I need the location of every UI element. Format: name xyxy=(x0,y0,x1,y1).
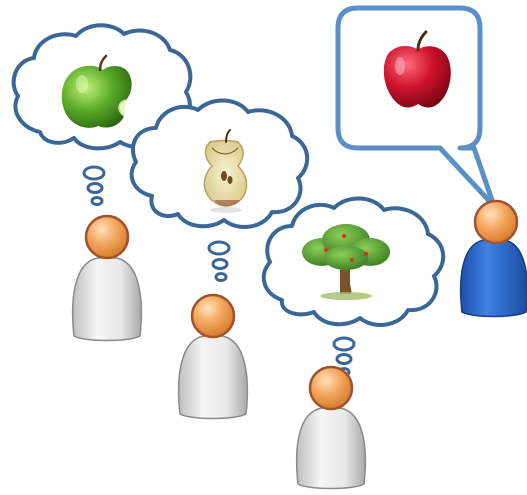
person-3 xyxy=(295,365,367,490)
person-4-speaker xyxy=(459,199,527,318)
apple-tree-icon xyxy=(302,224,390,300)
speech-bubble xyxy=(335,5,497,209)
red-apple-icon xyxy=(383,30,451,108)
apple-core-icon xyxy=(203,129,248,213)
green-apple-icon xyxy=(61,54,132,128)
person-2 xyxy=(177,293,249,420)
person-1 xyxy=(71,214,143,342)
